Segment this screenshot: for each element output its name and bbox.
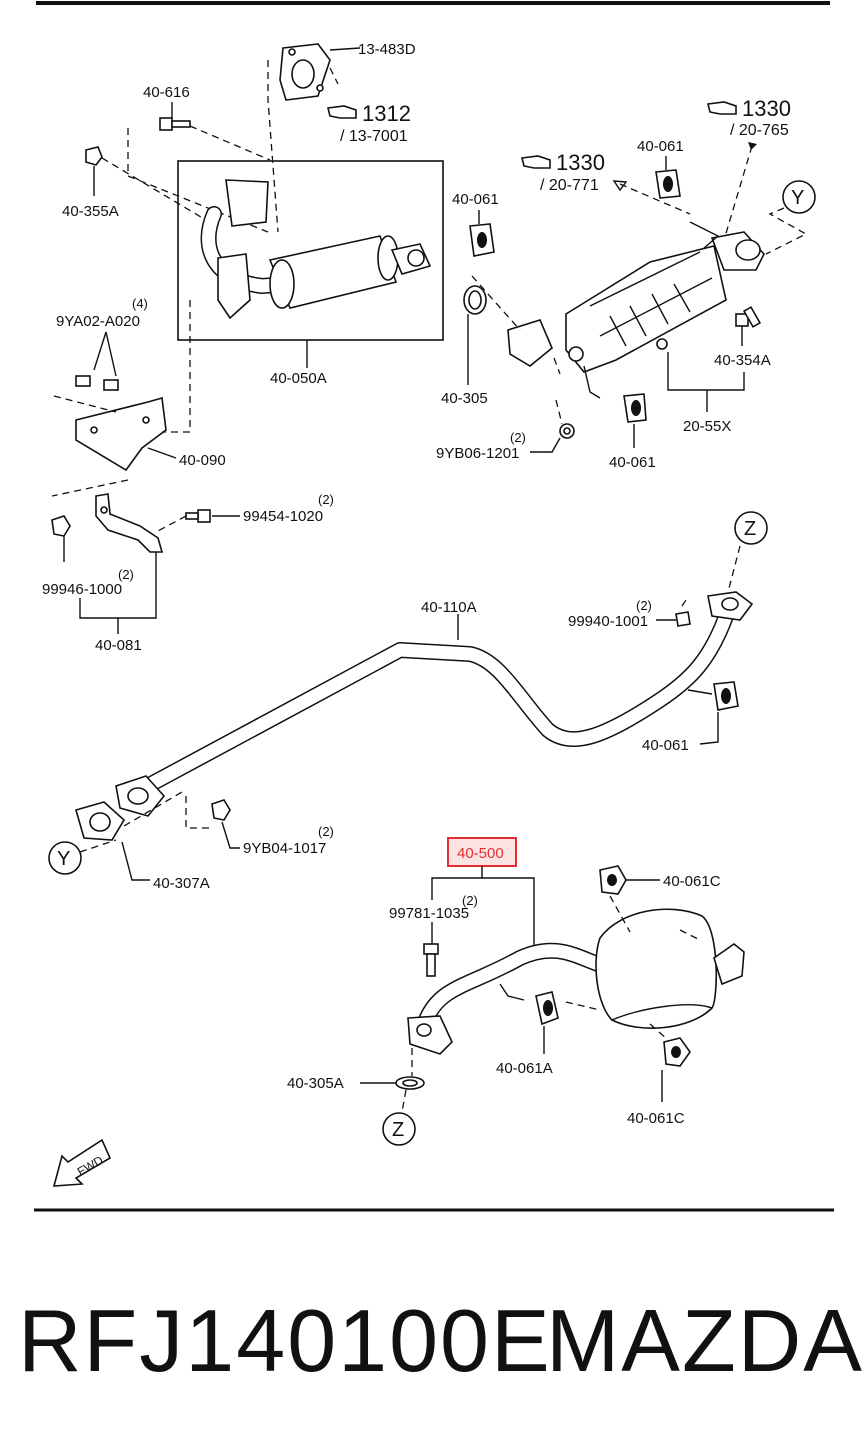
svg-text:Z: Z — [744, 518, 756, 540]
svg-text:Y: Y — [57, 848, 70, 870]
bolt-40-616[interactable] — [159, 117, 191, 131]
qty-99454-1020: (2) — [318, 492, 334, 507]
insulator-40-061-upper[interactable] — [469, 223, 495, 257]
nut-99940-1001[interactable] — [675, 611, 691, 627]
bolt-99781-1035[interactable] — [423, 943, 439, 977]
connector-y-top[interactable]: Y — [782, 180, 816, 214]
label-40-090: 40-090 — [179, 452, 226, 469]
part-number: RFJ140100E — [18, 1291, 552, 1390]
label-99454-1020: 99454-1020 — [243, 508, 323, 525]
insulator-40-061A[interactable] — [535, 991, 559, 1026]
clamp-40-061C-bottom[interactable] — [663, 1037, 691, 1067]
qty-9YB06-1201: (2) — [510, 430, 526, 445]
ref-pointer-1330-right[interactable]: 1330 / 20-765 — [707, 96, 791, 139]
gasket-40-305[interactable] — [463, 285, 487, 315]
gasket-40-305A[interactable] — [395, 1076, 425, 1090]
bolt-9YA02-A020[interactable] — [75, 375, 119, 391]
ref-pointer-1312[interactable]: 1312 / 13-7001 — [327, 101, 411, 145]
label-9YB04-1017: 9YB04-1017 — [243, 840, 326, 857]
label-40-061A: 40-061A — [496, 1060, 553, 1077]
connector-z-top[interactable]: Z — [734, 511, 768, 545]
fwd-arrow-icon: FWD — [52, 1138, 112, 1187]
bracket-40-081[interactable] — [95, 493, 164, 553]
label-40-305: 40-305 — [441, 390, 488, 407]
label-40-110A: 40-110A — [421, 599, 477, 616]
catalyst-20-55X[interactable] — [507, 221, 765, 399]
qty-99781-1035: (2) — [462, 893, 478, 908]
qty-9YB04-1017: (2) — [318, 824, 334, 839]
label-40-355A: 40-355A — [62, 203, 119, 220]
label-40-061-lower: 40-061 — [609, 454, 656, 471]
label-13-483D: 13-483D — [358, 41, 416, 58]
bolt-99454-1020[interactable] — [185, 509, 211, 523]
ref-pointer-1330-left[interactable]: 1330 / 20-771 — [521, 150, 605, 194]
catalyst-assembly-box — [177, 160, 444, 341]
intermediate-pipe-40-110A[interactable] — [115, 591, 754, 817]
brand-name: MAZDA — [546, 1291, 864, 1390]
ref-1330-right: 1330 — [742, 96, 791, 121]
ref-20-765: / 20-765 — [730, 122, 789, 139]
label-9YA02-A020: 9YA02-A020 — [56, 313, 140, 330]
svg-text:Z: Z — [392, 1119, 404, 1141]
label-40-061-upper: 40-061 — [452, 191, 499, 208]
label-40-050A: 40-050A — [270, 370, 327, 387]
ref-13-7001: / 13-7001 — [340, 128, 408, 145]
connector-y-left[interactable]: Y — [48, 841, 82, 875]
qty-9YA02-A020: (4) — [132, 296, 148, 311]
label-40-354A: 40-354A — [714, 352, 771, 369]
label-40-616: 40-616 — [143, 84, 190, 101]
label-40-061C-top: 40-061C — [663, 873, 721, 890]
connector-z-bottom[interactable]: Z — [382, 1112, 416, 1146]
ref-1312: 1312 — [362, 101, 411, 126]
label-40-061C-bottom: 40-061C — [627, 1110, 685, 1127]
label-40-305A: 40-305A — [287, 1075, 344, 1092]
label-99781-1035: 99781-1035 — [389, 905, 469, 922]
label-40-500: 40-500 — [457, 845, 504, 862]
label-40-061-mid: 40-061 — [642, 737, 689, 754]
qty-99946-1000: (2) — [118, 567, 134, 582]
bolt-40-354A[interactable] — [735, 306, 762, 328]
nut-40-355A[interactable] — [85, 146, 103, 166]
gasket-13-483D[interactable] — [279, 43, 331, 101]
insulator-40-061-right[interactable] — [655, 169, 681, 199]
nut-9YB04-1017[interactable] — [211, 799, 231, 821]
svg-text:Y: Y — [791, 187, 804, 209]
nut-99946-1000[interactable] — [51, 515, 71, 537]
ref-1330-left: 1330 — [556, 150, 605, 175]
label-40-307A: 40-307A — [153, 875, 210, 892]
insulator-40-061-lower[interactable] — [623, 393, 647, 423]
clamp-40-061C-top[interactable] — [599, 865, 627, 895]
label-99946-1000: 99946-1000 — [42, 581, 122, 598]
label-20-55X: 20-55X — [683, 418, 731, 435]
label-40-081: 40-081 — [95, 637, 142, 654]
label-99940-1001: 99940-1001 — [568, 613, 648, 630]
nut-9YB06-1201[interactable] — [559, 423, 575, 439]
catalyst-converter-40-050A[interactable] — [200, 179, 432, 320]
insulator-40-061-mid[interactable] — [713, 681, 739, 711]
bracket-40-090[interactable] — [75, 396, 167, 472]
label-40-061-right: 40-061 — [637, 138, 684, 155]
ref-20-771: / 20-771 — [540, 177, 599, 194]
qty-99940-1001: (2) — [636, 598, 652, 613]
muffler-40-500[interactable] — [407, 908, 745, 1055]
gasket-40-307A[interactable] — [75, 801, 126, 841]
label-9YB06-1201: 9YB06-1201 — [436, 445, 519, 462]
